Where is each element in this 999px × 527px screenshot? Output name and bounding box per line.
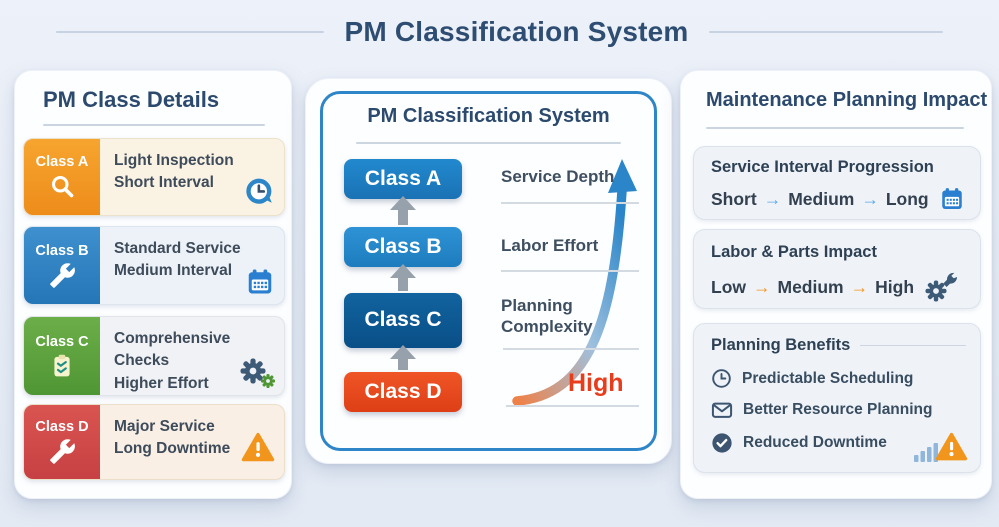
class-b-badge: Class B xyxy=(24,227,100,304)
class-d-line1: Major Service xyxy=(114,418,215,435)
title-divider-left xyxy=(56,31,325,33)
step-short: Short xyxy=(711,188,757,209)
class-b-line1: Standard Service xyxy=(114,240,241,257)
right-panel-divider xyxy=(706,127,964,129)
high-label: High xyxy=(568,369,624,397)
class-d-description: Major Service Long Downtime xyxy=(114,416,230,461)
arrow-right-icon: → xyxy=(763,188,782,209)
diagram-class-d-box: Class D xyxy=(344,372,462,412)
axis-line xyxy=(503,348,639,350)
calendar-icon xyxy=(245,267,275,297)
center-panel-title: PM Classification System xyxy=(367,105,610,127)
class-d-badge: Class D xyxy=(24,405,100,479)
service-depth-label: Service Depth xyxy=(501,167,615,186)
labor-effort-label: Labor Effort xyxy=(501,236,599,255)
step-high: High xyxy=(875,276,915,297)
class-a-description: Light Inspection Short Interval xyxy=(114,150,234,195)
pm-classification-diagram-panel: PM Classification System Class A Class B… xyxy=(305,78,672,464)
arrow-right-icon: → xyxy=(861,188,879,209)
benefit-predictable-scheduling: Predictable Scheduling xyxy=(711,368,913,389)
benefit-text: Better Resource Planning xyxy=(743,401,933,418)
downtime-trailing-icons xyxy=(913,432,968,462)
class-a-line2: Short Interval xyxy=(114,174,214,192)
class-c-badge: Class C xyxy=(24,317,100,395)
arrow-right-icon: → xyxy=(850,276,869,297)
axis-line xyxy=(501,202,639,204)
class-d-line2: Long Downtime xyxy=(114,440,231,458)
benefit-text: Reduced Downtime xyxy=(743,434,887,451)
class-a-badge: Class A xyxy=(24,139,100,215)
step-long: Long xyxy=(885,188,929,209)
wrench-icon xyxy=(49,438,76,465)
class-c-line2: Higher Effort xyxy=(114,374,209,392)
diagram-class-b-box: Class B xyxy=(344,227,462,267)
up-arrow-icon xyxy=(390,196,416,225)
service-interval-steps: Short → Medium → Long xyxy=(711,186,965,212)
class-b-description: Standard Service Medium Interval xyxy=(114,238,241,283)
class-b-badge-label: Class B xyxy=(35,242,89,259)
step-medium: Medium xyxy=(788,188,855,209)
benefits-divider xyxy=(860,344,966,347)
wrench-icon xyxy=(49,262,76,289)
labor-parts-card: Labor & Parts Impact Low → Medium → High xyxy=(693,229,981,309)
class-b-card: Class B Standard Service Medium Interval xyxy=(23,226,285,305)
center-panel-divider xyxy=(356,142,621,144)
clock-icon xyxy=(244,177,275,208)
planning-benefits-card: Planning Benefits Predictable Scheduling… xyxy=(693,323,981,473)
diagram-border xyxy=(320,91,657,451)
labor-parts-steps: Low → Medium → High xyxy=(711,272,958,302)
planning-benefits-title: Planning Benefits xyxy=(711,336,851,354)
left-panel-divider xyxy=(43,124,265,126)
step-low: Low xyxy=(711,276,746,297)
planning-benefits-header: Planning Benefits xyxy=(711,336,966,355)
arrow-right-icon: → xyxy=(753,276,771,297)
clock-outline-icon xyxy=(711,368,732,389)
warning-icon xyxy=(241,432,275,463)
class-a-line1: Light Inspection xyxy=(114,152,234,169)
right-panel-title: Maintenance Planning Impact xyxy=(706,89,988,111)
maintenance-planning-impact-panel: Maintenance Planning Impact Service Inte… xyxy=(680,70,992,499)
title-divider-right xyxy=(708,31,943,33)
class-c-description: Comprehensive Checks Higher Effort xyxy=(114,328,284,395)
class-c-line1: Comprehensive Checks xyxy=(114,330,231,370)
labor-parts-title: Labor & Parts Impact xyxy=(711,243,877,261)
growth-curve-arrow xyxy=(512,159,637,406)
class-a-badge-label: Class A xyxy=(35,154,89,170)
up-arrow-icon xyxy=(390,264,416,291)
benefit-better-resource-planning: Better Resource Planning xyxy=(711,400,933,420)
class-a-card: Class A Light Inspection Short Interval xyxy=(23,138,285,216)
diagram-class-a-box: Class A xyxy=(344,159,462,199)
page-header: PM Classification System xyxy=(0,10,999,54)
magnifier-icon xyxy=(49,173,76,200)
class-d-badge-label: Class D xyxy=(35,419,89,435)
service-interval-card: Service Interval Progression Short → Med… xyxy=(693,146,981,220)
up-arrow-icon xyxy=(390,345,416,370)
class-b-line2: Medium Interval xyxy=(114,262,232,280)
envelope-icon xyxy=(711,400,733,420)
class-c-badge-label: Class C xyxy=(35,333,89,350)
planning-complexity-label: Planning Complexity xyxy=(501,296,593,337)
check-circle-icon xyxy=(711,432,733,454)
calendar-icon xyxy=(939,186,965,212)
step-medium: Medium xyxy=(777,276,844,297)
left-panel-title: PM Class Details xyxy=(43,87,220,112)
gear-wrench-icon xyxy=(924,272,958,302)
pm-class-details-panel: PM Class Details Class A Light Inspectio… xyxy=(14,70,292,499)
benefit-text: Predictable Scheduling xyxy=(742,369,914,387)
gears-icon xyxy=(237,356,275,388)
clipboard-icon xyxy=(49,353,75,379)
axis-line xyxy=(506,405,639,407)
class-c-card: Class C Comprehensive Checks Higher Effo… xyxy=(23,316,285,396)
warning-icon xyxy=(935,432,968,462)
service-interval-title: Service Interval Progression xyxy=(711,158,934,176)
benefit-reduced-downtime: Reduced Downtime xyxy=(711,432,887,454)
diagram-class-c-box: Class C xyxy=(344,293,462,348)
class-d-card: Class D Major Service Long Downtime xyxy=(23,404,285,480)
page-title: PM Classification System xyxy=(344,16,689,47)
axis-line xyxy=(501,270,639,272)
